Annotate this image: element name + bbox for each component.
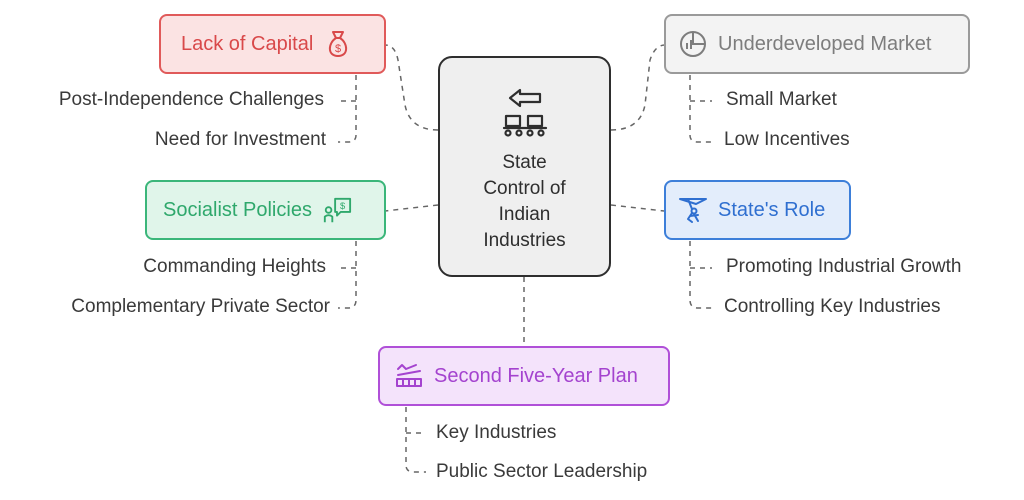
planning-chart-icon — [394, 361, 424, 391]
lack-of-capital-item-1: Post-Independence Challenges — [58, 89, 324, 110]
underdeveloped-market-item-1: Small Market — [726, 89, 837, 110]
svg-text:$: $ — [340, 201, 346, 211]
branch-states-role[interactable]: State's Role — [664, 180, 851, 240]
branch-lack-of-capital[interactable]: Lack of Capital $ — [159, 14, 386, 74]
second-plan-item-2: Public Sector Leadership — [436, 461, 648, 482]
second-plan-item-1: Key Industries — [436, 422, 557, 443]
conveyor-belt-icon — [502, 88, 548, 137]
lack-of-capital-item-2: Need for Investment — [154, 129, 326, 150]
svg-text:$: $ — [335, 43, 341, 55]
states-role-item-2: Controlling Key Industries — [724, 296, 941, 317]
connector-second-plan-items — [405, 407, 426, 473]
branch-lack-of-capital-label: Lack of Capital — [181, 32, 314, 55]
central-topic-title: State Control of Indian Industries — [483, 152, 566, 251]
branch-underdeveloped-market[interactable]: Underdeveloped Market — [664, 14, 970, 74]
connector-socialist-items — [338, 241, 357, 309]
branch-socialist-policies-label: Socialist Policies — [163, 198, 312, 221]
connector-lack-of-capital — [384, 44, 439, 131]
connector-lack-of-capital-items — [338, 75, 357, 143]
states-role-item-1: Promoting Industrial Growth — [726, 256, 962, 277]
hang-glider-icon — [678, 195, 708, 225]
central-topic-box[interactable]: State Control of Indian Industries — [438, 56, 611, 277]
connector-underdeveloped-items — [689, 75, 712, 143]
connector-socialist-policies — [384, 204, 439, 212]
branch-second-five-year-plan[interactable]: Second Five-Year Plan — [378, 346, 670, 406]
socialist-policies-item-2: Complementary Private Sector — [71, 296, 330, 317]
branch-underdeveloped-market-label: Underdeveloped Market — [718, 32, 932, 55]
connector-states-role-items — [689, 241, 712, 309]
branch-states-role-label: State's Role — [718, 198, 826, 221]
market-chart-icon — [678, 29, 708, 59]
branch-second-plan-label: Second Five-Year Plan — [434, 364, 638, 387]
connector-underdeveloped-market — [610, 44, 666, 131]
money-bag-icon: $ — [323, 29, 353, 59]
connector-states-role — [610, 204, 665, 212]
socialist-policies-item-1: Commanding Heights — [143, 256, 326, 277]
underdeveloped-market-item-2: Low Incentives — [724, 129, 850, 150]
person-speech-dollar-icon: $ — [322, 195, 352, 225]
branch-socialist-policies[interactable]: Socialist Policies $ — [145, 180, 386, 240]
